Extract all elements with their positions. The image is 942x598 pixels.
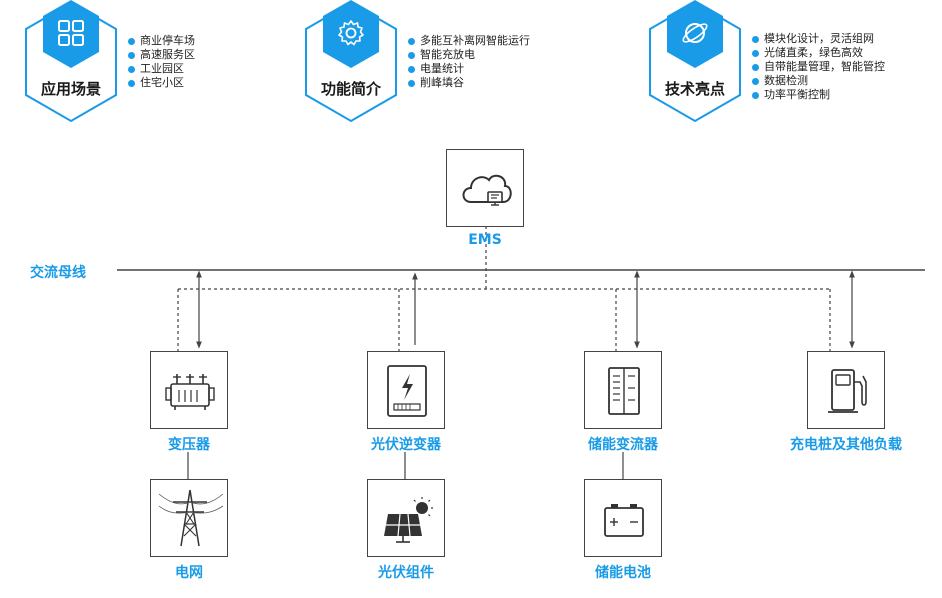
feature-title: 应用场景 [40,80,101,98]
feature-list: 模块化设计，灵活组网 光储直柔，绿色高效 自带能量管理，智能管控 数据检测 功率… [751,32,885,102]
charging-pile-icon [828,369,867,413]
cabinet-icon [608,367,640,415]
list-item: 削峰填谷 [407,76,530,90]
feature-list: 商业停车场 高速服务区 工业园区 住宅小区 [127,34,195,90]
list-item: 高速服务区 [127,48,195,62]
inverter-icon [387,365,427,417]
pv-inverter-box [367,351,445,429]
ac-bus-label: 交流母线 [30,265,86,281]
gear-icon [336,18,366,48]
charger-box [807,351,885,429]
battery-box [584,479,662,557]
list-item: 功率平衡控制 [751,88,885,102]
pv-inverter-label: 光伏逆变器 [371,437,441,453]
ems-box [446,149,524,227]
hex-badge: 功能简介 [303,0,399,124]
battery-label: 储能电池 [595,565,651,581]
transformer-box [150,351,228,429]
list-item: 智能充放电 [407,48,530,62]
list-item: 住宅小区 [127,76,195,90]
battery-icon [604,504,644,537]
pcs-box [584,351,662,429]
feature-title: 功能简介 [320,80,381,98]
cloud-monitor-icon [462,174,512,206]
transformer-label: 变压器 [168,437,210,453]
pcs-label: 储能变流器 [588,437,658,453]
pv-module-box [367,479,445,557]
planet-icon [680,18,710,48]
feature-title: 技术亮点 [664,80,725,98]
grid-icon [56,18,86,48]
list-item: 商业停车场 [127,34,195,48]
list-item: 多能互补离网智能运行 [407,34,530,48]
list-item: 电量统计 [407,62,530,76]
list-item: 光储直柔，绿色高效 [751,46,885,60]
hex-badge: 应用场景 [23,0,119,124]
list-item: 模块化设计，灵活组网 [751,32,885,46]
grid-label: 电网 [175,565,203,581]
power-tower-icon [158,489,224,547]
transformer-icon [165,374,215,410]
hex-badge: 技术亮点 [647,0,743,124]
list-item: 工业园区 [127,62,195,76]
ems-label: EMS [468,232,502,248]
solar-panel-icon [384,497,433,543]
feature-list: 多能互补离网智能运行 智能充放电 电量统计 削峰填谷 [407,34,530,90]
grid-box [150,479,228,557]
list-item: 数据检测 [751,74,885,88]
charger-label: 充电桩及其他负载 [790,437,902,453]
list-item: 自带能量管理，智能管控 [751,60,885,74]
pv-module-label: 光伏组件 [378,565,434,581]
